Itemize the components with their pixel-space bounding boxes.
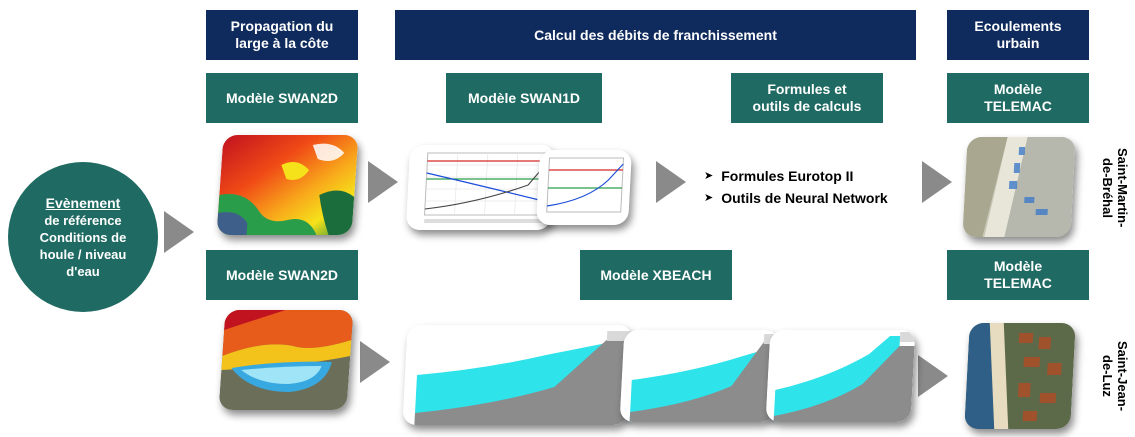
model-formules: Formules et outils de calculs [731,73,883,123]
swan2d-wave-map-bottom [218,310,354,410]
bullet-item: ➤ Formules Eurotop II [704,165,888,187]
arrow-row1-a-icon [368,161,398,203]
site-label-top: Saint-Martin- de-Bréhal [1100,148,1130,228]
xbeach-profile-2 [619,330,780,422]
header-ecoulements: Ecoulements urbain [947,10,1089,60]
model-telemac-bottom: Modèle TELEMAC [947,250,1089,300]
event-line3: d'eau [66,263,100,279]
arrow-row2-a-icon [360,341,390,383]
arrow-event-icon [164,211,194,253]
model-swan2d-bottom: Modèle SWAN2D [206,250,358,300]
telemac-aerial-bottom [964,323,1076,429]
header-propagation: Propagation du large à la côte [206,10,358,60]
event-line1: Conditions de [39,229,127,245]
arrow-row1-b-icon [656,161,686,203]
event-line2: houle / niveau [39,246,127,262]
swan1d-chart-2 [536,150,632,225]
event-title: Evènement [45,194,121,211]
arrow-bullet-icon: ➤ [704,170,714,182]
arrow-row2-b-icon [918,355,948,397]
bullet-item: ➤ Outils de Neural Network [704,187,888,209]
model-telemac-top: Modèle TELEMAC [947,73,1089,123]
telemac-aerial-top [962,137,1076,237]
bullet-eurotop: Formules Eurotop II [721,168,854,184]
xbeach-profile-1 [402,325,633,425]
xbeach-profile-3 [765,330,916,422]
site-label-bottom: Saint-Jean- de-Luz [1100,340,1130,412]
model-swan1d: Modèle SWAN1D [446,73,602,123]
model-swan2d-top: Modèle SWAN2D [206,73,358,123]
event-circle: Evènement de référence Conditions de hou… [8,162,158,312]
bullet-neural: Outils de Neural Network [721,190,888,206]
arrow-row1-c-icon [922,161,952,203]
arrow-bullet-icon: ➤ [704,192,714,204]
model-xbeach: Modèle XBEACH [580,250,732,300]
swan1d-chart-1 [405,145,556,230]
header-calcul: Calcul des débits de franchissement [395,10,916,60]
event-subtitle: de référence [44,212,122,228]
formules-bullets: ➤ Formules Eurotop II ➤ Outils de Neural N… [704,165,888,209]
swan2d-wave-map-top [216,135,359,235]
